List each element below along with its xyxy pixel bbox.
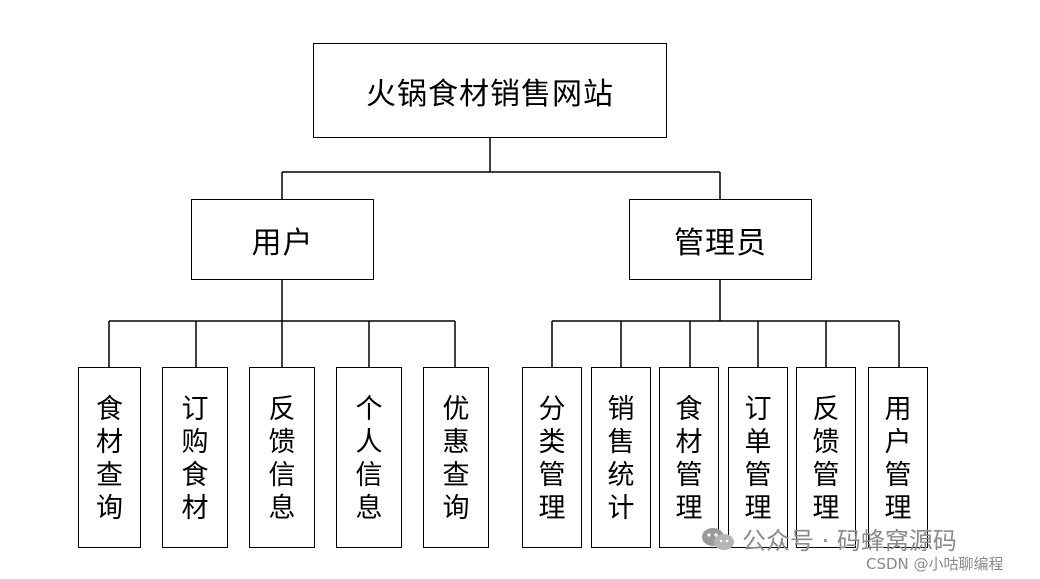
role-node-admin: 管理员 [629,199,812,280]
module-label: 销售统计 [607,393,635,524]
role-label: 用户 [251,225,314,261]
watermark-text: 公众号 · 码蜂窝源码 [742,527,957,555]
module-label: 个人信息 [355,393,383,524]
user-module-node: 反馈信息 [249,367,315,548]
admin-module-node: 订单管理 [728,367,788,548]
admin-module-node: 反馈管理 [796,367,856,548]
admin-module-node: 用户管理 [868,367,928,548]
module-label: 食材管理 [675,393,703,524]
module-label: 用户管理 [884,393,912,524]
module-label: 优惠查询 [442,393,470,524]
watermark: 公众号 · 码蜂窝源码 [700,521,957,556]
module-label: 反馈管理 [812,393,840,524]
user-module-node: 订购食材 [162,367,228,548]
admin-module-node: 销售统计 [591,367,651,548]
root-label: 火锅食材销售网站 [366,76,614,112]
module-label: 分类管理 [538,393,566,524]
user-module-node: 优惠查询 [423,367,489,548]
module-label: 反馈信息 [268,393,296,524]
admin-module-node: 分类管理 [522,367,582,548]
user-module-node: 食材查询 [78,367,141,548]
root-node: 火锅食材销售网站 [313,43,667,138]
admin-module-node: 食材管理 [659,367,719,548]
user-module-node: 个人信息 [336,367,402,548]
role-label: 管理员 [674,225,767,261]
wechat-icon [702,527,734,550]
module-label: 订购食材 [181,393,209,524]
watermark-sub: CSDN @小咕聊编程 [866,555,1004,573]
module-label: 订单管理 [744,393,772,524]
role-node-user: 用户 [191,199,374,280]
module-label: 食材查询 [96,393,123,524]
